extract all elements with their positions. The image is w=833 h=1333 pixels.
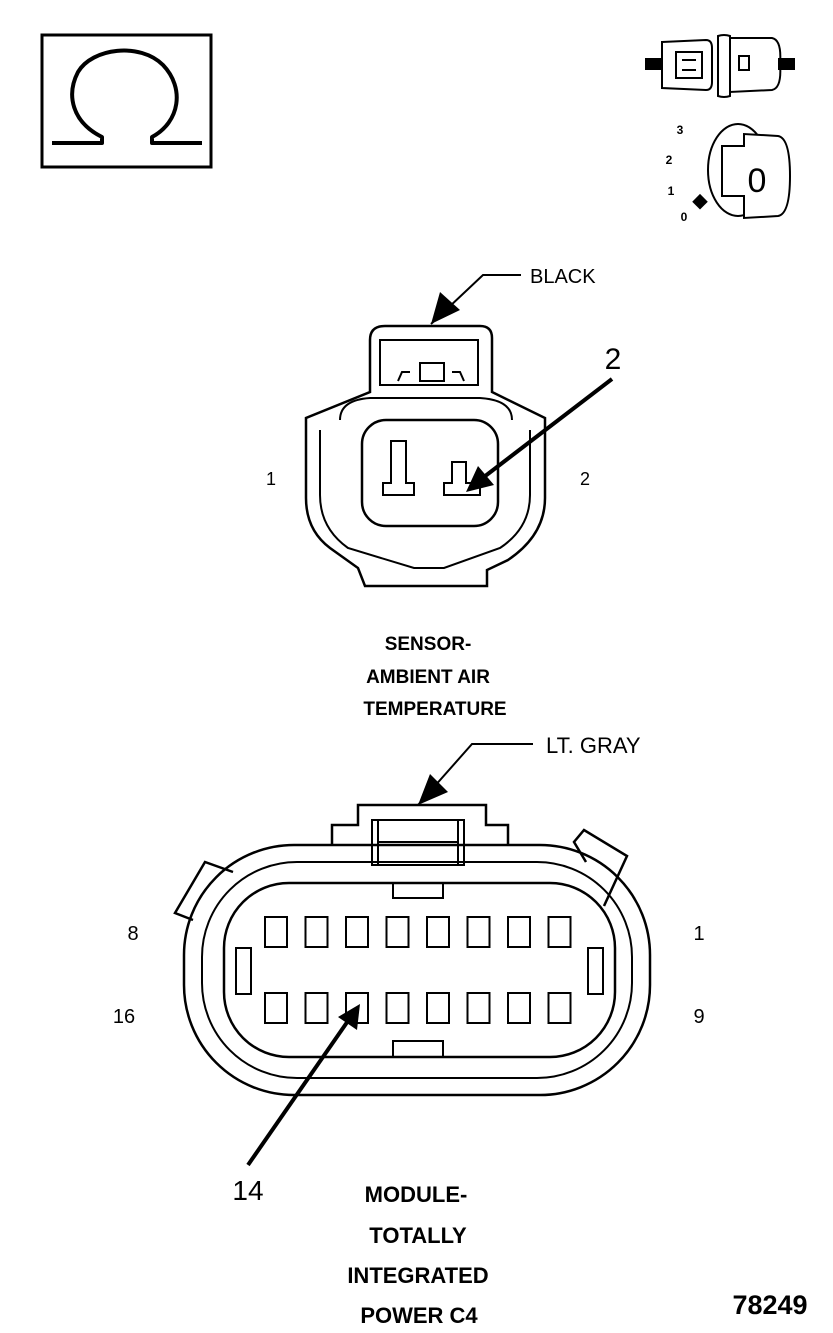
tipm-cavity [466,992,491,1024]
tipm-callout-arrow [246,1004,360,1167]
sensor-title-line-1: SENSOR- [385,634,472,655]
sensor-connector-title: SENSOR- AMBIENT AIR TEMPERATURE [363,634,506,720]
tipm-cavity [426,992,450,1024]
tipm-cavity [304,916,329,948]
tipm-row2-right-pin-label: 9 [693,1006,704,1028]
tipm-cavity [345,916,369,948]
tipm-cavity [264,916,288,948]
tipm-cavity [547,992,572,1024]
ignition-pos-0: 0 [681,210,688,224]
tipm-cavity [466,916,491,948]
connector-disconnect-icon [645,34,795,98]
tipm-title-line-4: POWER C4 [360,1303,478,1328]
tipm-cavity [385,992,410,1024]
figure-number: 78249 [732,1290,807,1320]
sensor-title-line-2: AMBIENT AIR [366,667,490,688]
sensor-pin-1-label: 1 [266,469,276,489]
tipm-title-line-2: TOTALLY [369,1223,467,1248]
tipm-row2-left-pin-label: 16 [113,1006,135,1028]
sensor-callout-pin-label: 2 [605,343,622,376]
tipm-connector-color-label: LT. GRAY [546,733,641,758]
tipm-cavity [385,916,410,948]
sensor-title-line-3: TEMPERATURE [363,699,506,720]
tipm-cavity-grid [264,916,572,1024]
tipm-cavity [547,916,572,948]
tipm-cavity [507,992,531,1024]
ignition-pos-2: 2 [666,153,673,167]
tipm-title-line-1: MODULE- [365,1182,468,1207]
tipm-connector-title: MODULE- TOTALLY INTEGRATED POWER C4 [347,1182,488,1328]
ohmmeter-icon [40,33,213,169]
ignition-pos-1: 1 [668,184,675,198]
tipm-connector-drawing [173,743,652,1097]
tipm-cavity [426,916,450,948]
sensor-connector-color-label: BLACK [530,266,596,288]
tipm-row1-right-pin-label: 1 [693,923,704,945]
ignition-pos-3: 3 [677,123,684,137]
tipm-cavity [304,992,329,1024]
sensor-connector-drawing [304,274,614,588]
sensor-pin-2-label: 2 [580,469,590,489]
tipm-row1-left-pin-label: 8 [127,923,138,945]
ignition-key-label: 0 [748,162,767,200]
ignition-switch-icon: 3 2 1 0 0 [666,123,792,224]
tipm-cavity [507,916,531,948]
tipm-cavity [264,992,288,1024]
tipm-title-line-3: INTEGRATED [347,1263,488,1288]
tipm-callout-pin-label: 14 [232,1175,263,1206]
